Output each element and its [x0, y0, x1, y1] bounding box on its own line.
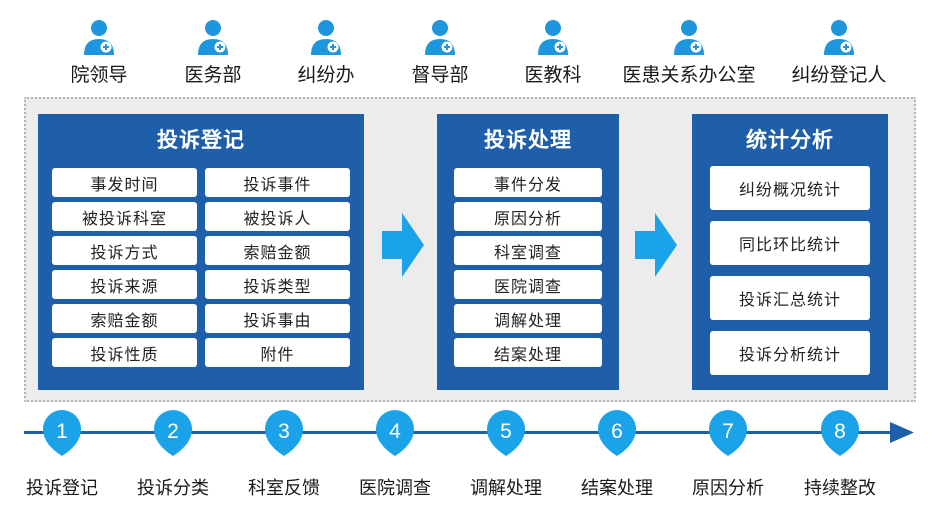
role-label: 医务部	[184, 64, 242, 86]
role-label: 纠纷办	[297, 64, 355, 86]
role-item: 纠纷办	[251, 18, 401, 87]
registration-field: 投诉事由	[205, 304, 350, 333]
timeline-arrowhead-icon	[890, 422, 914, 443]
registration-field: 投诉事件	[205, 168, 350, 197]
processing-title: 投诉处理	[484, 128, 572, 152]
user-plus-icon	[311, 20, 341, 55]
timeline-line: 1 2 3 4 5 6 7 8	[24, 410, 914, 456]
step-number: 4	[389, 420, 401, 443]
step-number: 1	[56, 420, 68, 443]
user-plus-icon	[824, 20, 854, 55]
processing-box: 投诉处理 事件分发 原因分析 科室调查 医院调查 调解处理 结案处理	[437, 114, 619, 390]
step-number: 3	[278, 420, 290, 443]
statistics-title: 统计分析	[746, 128, 834, 152]
registration-field: 事发时间	[52, 168, 197, 197]
role-item: 督导部	[365, 18, 515, 87]
step-number: 7	[722, 420, 734, 443]
step-marker: 1	[43, 410, 81, 456]
registration-field: 投诉性质	[52, 338, 197, 367]
step-marker: 7	[709, 410, 747, 456]
statistics-box: 统计分析 纠纷概况统计 同比环比统计 投诉汇总统计 投诉分析统计	[692, 114, 888, 390]
registration-field: 附件	[205, 338, 350, 367]
statistics-item: 同比环比统计	[710, 221, 870, 265]
registration-field: 投诉方式	[52, 236, 197, 265]
registration-field: 被投诉人	[205, 202, 350, 231]
step-number: 2	[167, 420, 179, 443]
step-label: 投诉登记	[26, 478, 98, 499]
step-number: 6	[611, 420, 623, 443]
step-marker: 3	[265, 410, 303, 456]
role-label: 纠纷登记人	[791, 64, 887, 86]
role-label: 医教科	[524, 64, 582, 86]
step-label: 持续整改	[804, 478, 876, 499]
step-label: 医院调查	[359, 478, 431, 499]
user-plus-icon	[425, 20, 455, 55]
step-marker: 8	[821, 410, 859, 456]
role-label: 医患关系办公室	[622, 64, 756, 86]
step-marker: 4	[376, 410, 414, 456]
flow-arrow-icon	[382, 213, 424, 277]
step-label: 投诉分类	[137, 478, 209, 499]
step-label: 原因分析	[692, 478, 764, 499]
registration-field: 被投诉科室	[52, 202, 197, 231]
role-item: 医教科	[478, 18, 628, 87]
processing-step: 调解处理	[454, 304, 602, 333]
role-label: 督导部	[411, 64, 469, 86]
step-label: 调解处理	[470, 478, 542, 499]
user-plus-icon	[674, 20, 704, 55]
role-item: 院领导	[24, 18, 174, 87]
processing-step: 事件分发	[454, 168, 602, 197]
user-plus-icon	[84, 20, 114, 55]
role-item: 医患关系办公室	[614, 18, 764, 87]
step-number: 5	[500, 420, 512, 443]
role-item: 医务部	[138, 18, 288, 87]
step-marker: 5	[487, 410, 525, 456]
step-marker: 2	[154, 410, 192, 456]
step-label: 结案处理	[581, 478, 653, 499]
processing-step: 原因分析	[454, 202, 602, 231]
step-marker: 6	[598, 410, 636, 456]
statistics-item: 投诉汇总统计	[710, 276, 870, 320]
user-plus-icon	[538, 20, 568, 55]
registration-title: 投诉登记	[157, 128, 245, 152]
user-plus-icon	[198, 20, 228, 55]
role-item: 纠纷登记人	[764, 18, 914, 87]
statistics-item: 投诉分析统计	[710, 331, 870, 375]
statistics-item: 纠纷概况统计	[710, 166, 870, 210]
processing-step: 科室调查	[454, 236, 602, 265]
timeline: 1 2 3 4 5 6 7 8 投诉登记 投诉分类	[0, 404, 940, 514]
registration-field: 投诉来源	[52, 270, 197, 299]
processing-step: 医院调查	[454, 270, 602, 299]
step-number: 8	[834, 420, 846, 443]
flow-arrow-icon	[635, 213, 677, 277]
role-label: 院领导	[70, 64, 128, 86]
step-label: 科室反馈	[248, 478, 320, 499]
registration-box: 投诉登记 事发时间 投诉事件 被投诉科室 被投诉人 投诉方式 索赔金额 投诉来源…	[38, 114, 364, 390]
registration-field: 索赔金额	[205, 236, 350, 265]
registration-field: 投诉类型	[205, 270, 350, 299]
registration-field: 索赔金额	[52, 304, 197, 333]
processing-step: 结案处理	[454, 338, 602, 367]
